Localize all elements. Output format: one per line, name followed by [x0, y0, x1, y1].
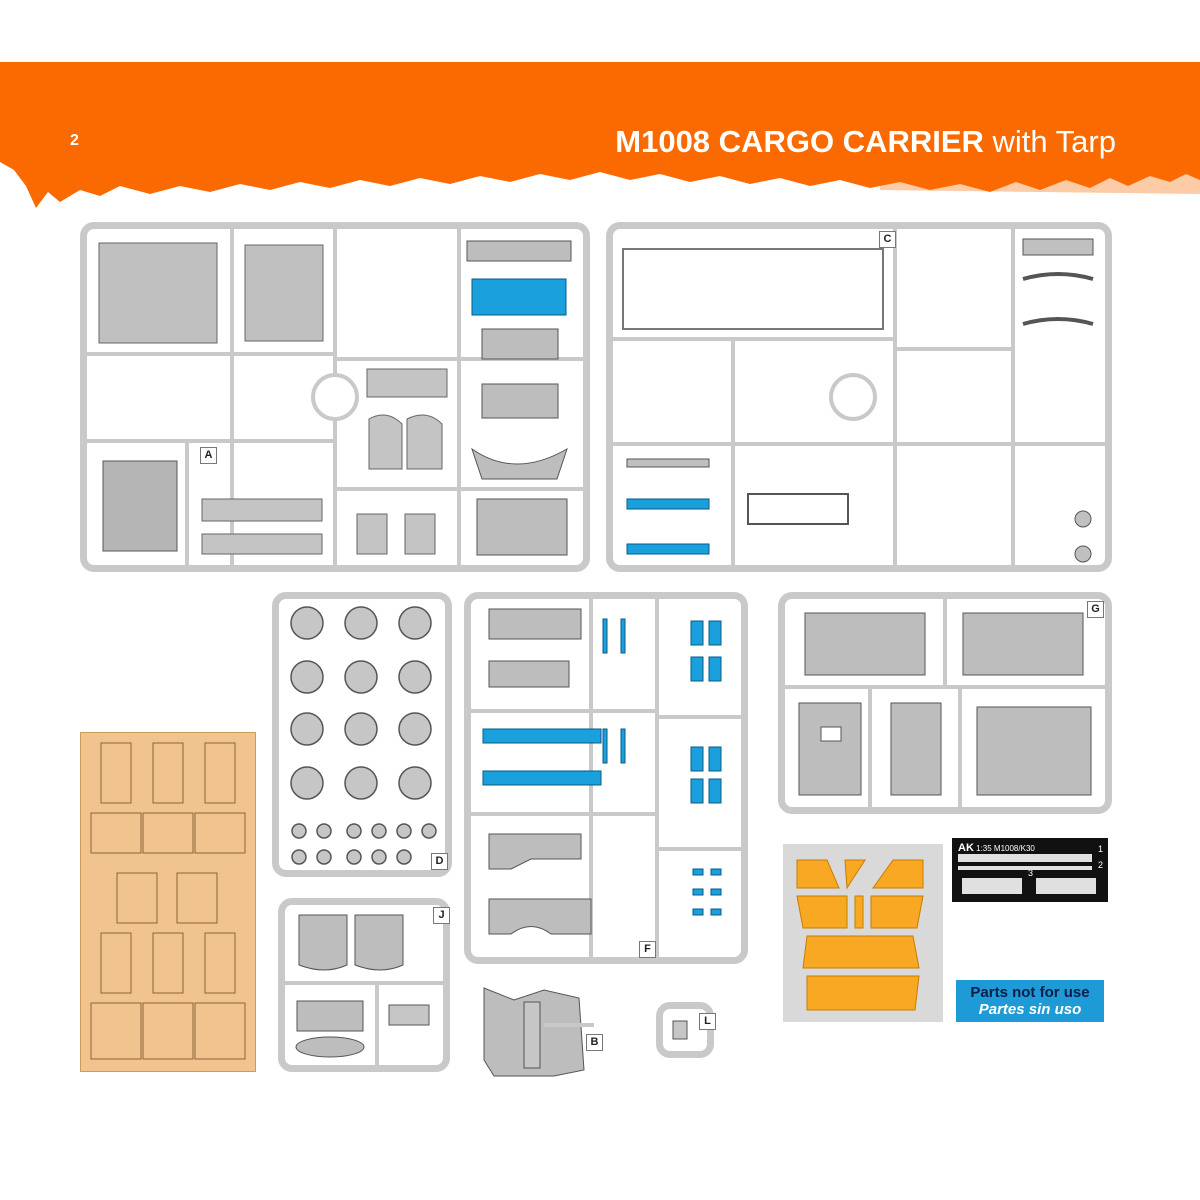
sprue-c: C: [606, 222, 1112, 572]
note-line-english: Parts not for use: [970, 984, 1090, 1001]
sprue-g-parts: [785, 599, 1105, 807]
cardboard-boxes-sheet: [80, 732, 256, 1072]
sprue-j: J: [278, 898, 450, 1072]
sprue-j-letter: J: [433, 907, 450, 924]
sprue-b-letter: B: [586, 1034, 603, 1051]
header-banner: [0, 62, 1200, 208]
sprue-c-parts: [613, 229, 1105, 565]
sprue-f-letter: F: [639, 941, 656, 958]
sprue-d-parts: [290, 606, 437, 865]
pe-number-2: 2: [1098, 860, 1104, 870]
parts-not-for-use-note: Parts not for use Partes sin uso: [956, 980, 1104, 1022]
sprue-f-parts: [471, 599, 741, 957]
page-number: 2: [70, 132, 79, 149]
sprue-b: B: [474, 980, 610, 1080]
photo-etch-label: AK 1:35 M1008/K30: [958, 842, 1035, 854]
sprue-c-letter: C: [879, 231, 896, 248]
sprue-g-letter: G: [1087, 601, 1104, 618]
sprue-l-parts: [672, 1020, 688, 1040]
page-title: M1008 CARGO CARRIER with Tarp: [615, 124, 1116, 159]
sprue-a-parts: [87, 229, 583, 565]
sprue-b-parts: [483, 987, 594, 1077]
pe-number-1: 1: [1098, 844, 1104, 854]
clear-parts-sheet: [783, 844, 943, 1022]
clear-window-parts: [796, 859, 924, 1011]
note-line-spanish: Partes sin uso: [978, 1001, 1082, 1018]
photo-etch-fret: AK 1:35 M1008/K30 1 2 3: [952, 838, 1108, 902]
sprue-d: D: [272, 592, 452, 877]
photo-etch-parts: [958, 854, 1096, 894]
sprue-a: A: [80, 222, 590, 572]
sprue-a-letter: A: [200, 447, 217, 464]
sprue-l-letter: L: [699, 1013, 716, 1030]
sprue-f: F: [464, 592, 748, 964]
sprue-j-parts: [285, 914, 443, 1065]
sprue-l: L: [656, 1002, 716, 1058]
cardboard-box-nets: [90, 742, 246, 1060]
pe-number-3: 3: [1028, 868, 1034, 878]
sprue-g: G: [778, 592, 1112, 814]
sprue-d-letter: D: [431, 853, 448, 870]
